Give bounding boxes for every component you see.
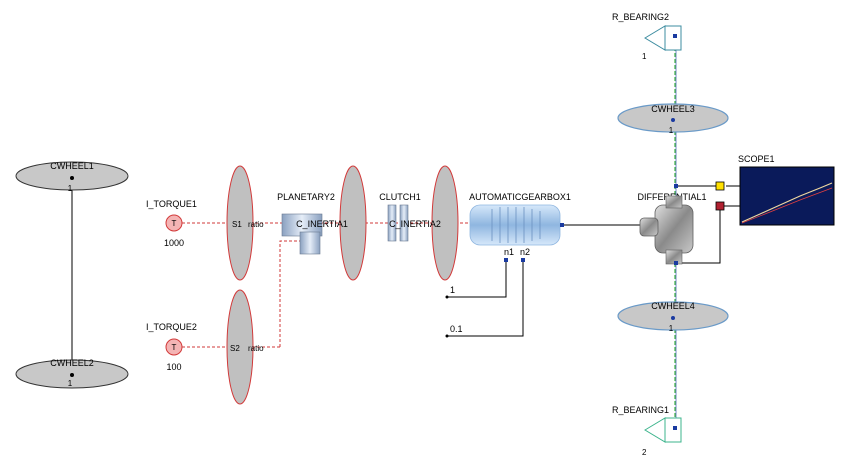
bearing-icon — [644, 417, 666, 443]
gearbox-ribs — [491, 207, 541, 243]
torque-source-icon — [165, 214, 183, 232]
clutch[interactable]: CLUTCH1 — [379, 192, 421, 242]
const1-value[interactable]: 1 — [450, 285, 455, 295]
torque1[interactable]: I_TORQUE1 T 1000 — [146, 199, 197, 248]
const1-wire — [447, 258, 507, 298]
cwheel2-port: 1 — [68, 379, 73, 388]
diff-scope-wire2 — [676, 205, 740, 264]
cwheel4-port: 1 — [669, 324, 674, 333]
torque1-label: I_TORQUE1 — [146, 199, 197, 209]
cwheel1-label: CWHEEL1 — [50, 161, 94, 171]
cwheel4[interactable]: CWHEEL4 1 — [617, 301, 729, 333]
differential-top — [665, 195, 683, 209]
scope-input-2 — [715, 201, 725, 211]
torque1-value: 1000 — [164, 238, 184, 248]
port-dot — [504, 258, 508, 262]
port-dot — [671, 118, 675, 122]
torque2-value: 100 — [166, 362, 181, 372]
disc-clutch-out[interactable] — [431, 165, 459, 281]
gearbox-input-n1: n1 — [504, 247, 514, 257]
port-dot — [70, 176, 74, 180]
disc1[interactable]: S1 ratio — [226, 165, 264, 281]
differential[interactable]: DIFFERENTIAL1 — [637, 184, 707, 265]
port-dot — [445, 334, 449, 338]
scope-trace — [741, 182, 833, 223]
inertia-disc-icon — [226, 165, 254, 281]
const2-wire — [447, 258, 524, 337]
bearing2-label: R_BEARING2 — [612, 12, 669, 22]
disc2-s-label: S2 — [230, 344, 240, 353]
gearbox-label: AUTOMATICGEARBOX1 — [469, 192, 571, 202]
clutch-plate-icon — [387, 204, 397, 242]
differential-input — [639, 217, 659, 237]
torque2-label: I_TORQUE2 — [146, 322, 197, 332]
cwheel4-label: CWHEEL4 — [651, 301, 695, 311]
gearbox-icon — [469, 204, 561, 246]
scope-trace-2 — [741, 187, 833, 224]
port-dot — [70, 373, 74, 377]
clutch-label: CLUTCH1 — [379, 192, 421, 202]
torque1-symbol: T — [172, 219, 177, 228]
planetary[interactable]: PLANETARY2 — [277, 192, 335, 255]
bearing2[interactable]: R_BEARING2 1 — [612, 12, 682, 61]
cwheel3-label: CWHEEL3 — [651, 104, 695, 114]
gearbox[interactable]: AUTOMATICGEARBOX1 n1 n2 — [469, 192, 571, 262]
cwheel3[interactable]: CWHEEL3 1 — [617, 103, 729, 135]
bearing2-port: 1 — [642, 52, 647, 61]
cwheel1[interactable]: CWHEEL1 1 — [15, 161, 129, 193]
inertia-disc-icon — [431, 165, 459, 281]
cwheel1-port: 1 — [68, 184, 73, 193]
torque2-symbol: T — [172, 343, 177, 352]
port-dot — [673, 34, 677, 38]
port-dot — [445, 295, 449, 299]
disc2-planetary-wire — [279, 240, 300, 347]
port-dot — [673, 426, 677, 430]
cwheel3-port: 1 — [669, 126, 674, 135]
gearbox-input-n2: n2 — [520, 247, 530, 257]
bearing1[interactable]: R_BEARING1 2 — [612, 405, 682, 457]
planetary-label: PLANETARY2 — [277, 192, 335, 202]
disc2[interactable]: S2 ratio — [226, 289, 264, 405]
torque-source-icon — [165, 338, 183, 356]
torque2[interactable]: I_TORQUE2 T 100 — [146, 322, 197, 372]
port-dot — [674, 261, 678, 265]
inertia-disc-icon — [339, 165, 367, 281]
clutch-plate-icon — [399, 204, 409, 242]
c-inertia2-label: C_INERTIA2 — [389, 219, 441, 229]
cwheel2[interactable]: CWHEEL2 1 — [15, 358, 129, 389]
scope[interactable]: SCOPE1 — [715, 154, 835, 226]
c-inertia1-label: C_INERTIA1 — [296, 219, 348, 229]
bearing1-port: 2 — [642, 448, 647, 457]
disc1-s-label: S1 — [232, 220, 242, 229]
bearing1-label: R_BEARING1 — [612, 405, 669, 415]
cwheel2-label: CWHEEL2 — [50, 358, 94, 368]
differential-icon — [654, 204, 694, 254]
disc-planetary-out[interactable] — [339, 165, 367, 281]
port-dot — [671, 316, 675, 320]
port-dot — [674, 184, 678, 188]
disc1-ratio-label: ratio — [248, 220, 264, 229]
inertia-disc-icon — [226, 289, 254, 405]
port-dot — [560, 223, 564, 227]
const2-value[interactable]: 0.1 — [450, 324, 463, 334]
scope-input-1 — [715, 181, 725, 191]
bearing-icon — [644, 25, 666, 51]
planetary-gear-lower — [299, 231, 321, 255]
port-dot — [521, 258, 525, 262]
disc2-ratio-label: ratio — [248, 344, 264, 353]
scope-label: SCOPE1 — [738, 154, 775, 164]
